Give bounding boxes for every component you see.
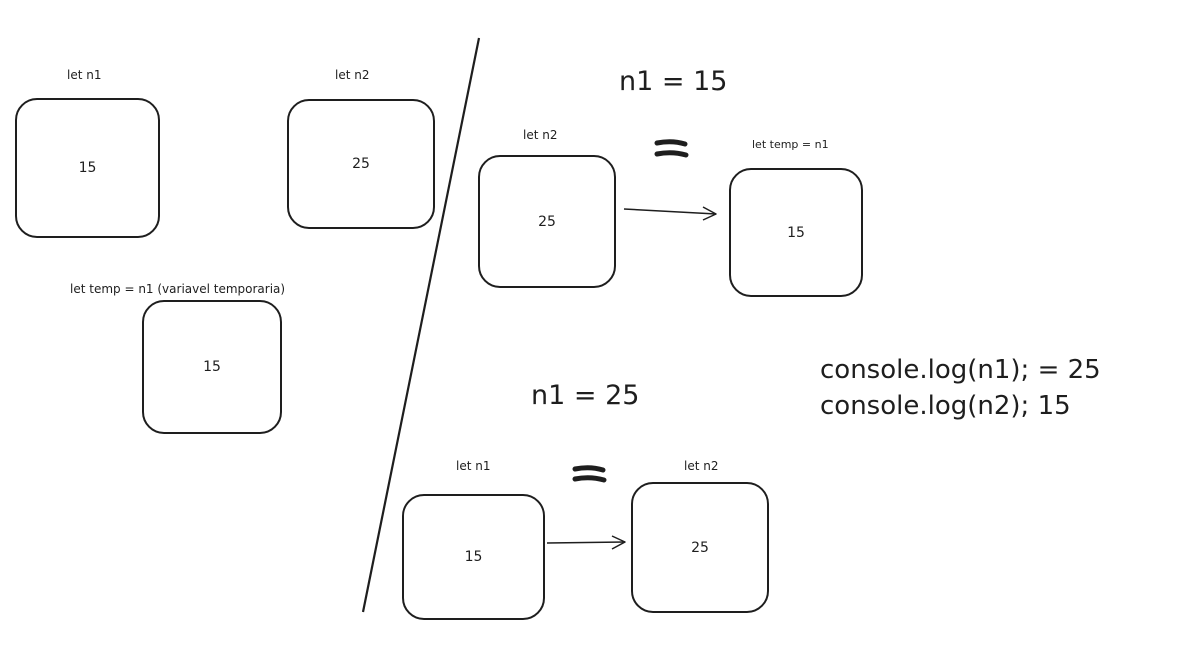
step2-equals-icon bbox=[572, 465, 607, 483]
step1-source-value: 25 bbox=[538, 213, 556, 230]
temp-label: let temp = n1 (variavel temporaria) bbox=[70, 282, 286, 296]
step1-source-label: let n2 bbox=[523, 128, 558, 142]
step2-target-value: 25 bbox=[691, 539, 709, 556]
n1-value: 15 bbox=[78, 160, 97, 176]
step1-heading: n1 = 15 bbox=[619, 66, 728, 97]
step2-target-label: let n2 bbox=[684, 459, 719, 473]
console-output: console.log(n1); = 25 console.log(n2); 1… bbox=[820, 352, 1101, 424]
temp-value: 15 bbox=[203, 359, 221, 375]
step1-target-label: let temp = n1 bbox=[752, 138, 829, 151]
temp-box: 15 bbox=[142, 300, 282, 434]
step1-target-value: 15 bbox=[787, 224, 805, 241]
step2-target-box: 25 bbox=[631, 482, 769, 613]
step1-equals-icon bbox=[654, 139, 689, 158]
n1-box: 15 bbox=[15, 98, 160, 238]
console-line-1: console.log(n1); = 25 bbox=[820, 355, 1101, 385]
step2-arrow bbox=[546, 535, 626, 550]
console-line-2: console.log(n2); 15 bbox=[820, 391, 1071, 421]
n1-label: let n1 bbox=[67, 68, 102, 82]
n2-value: 25 bbox=[352, 156, 370, 172]
step2-source-label: let n1 bbox=[456, 459, 491, 473]
step2-heading: n1 = 25 bbox=[531, 380, 640, 411]
n2-box: 25 bbox=[287, 99, 435, 229]
step1-source-box: 25 bbox=[478, 155, 616, 288]
step1-target-box: 15 bbox=[729, 168, 863, 297]
step1-arrow bbox=[623, 206, 717, 221]
step2-source-value: 15 bbox=[464, 549, 483, 565]
step2-source-box: 15 bbox=[402, 494, 545, 620]
n2-label: let n2 bbox=[335, 68, 370, 82]
